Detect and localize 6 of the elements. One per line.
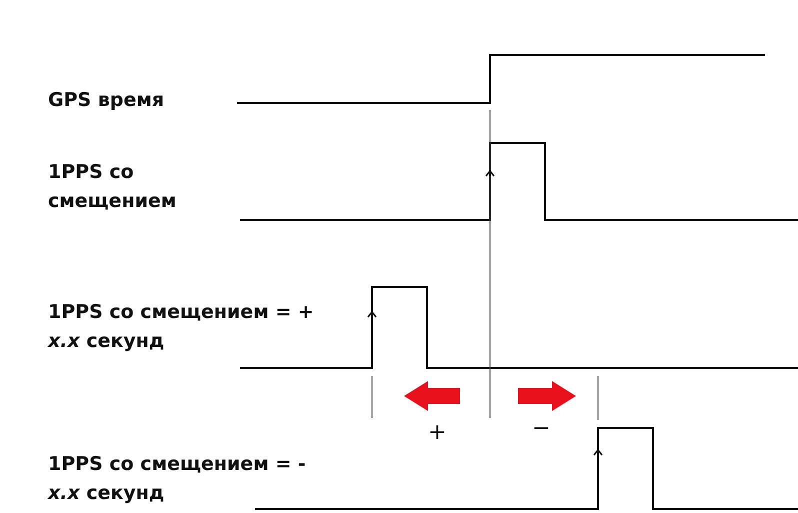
- signal-label: 1PPS со смещением: [48, 160, 178, 214]
- signal-label: GPS время: [48, 88, 164, 113]
- signal-label: 1PPS со смещением = - x.x секунд: [48, 452, 307, 506]
- signal-label: 1PPS со смещением = + x.x секунд: [48, 300, 315, 354]
- sign-label: −: [532, 418, 550, 440]
- sign-label: +: [428, 422, 446, 444]
